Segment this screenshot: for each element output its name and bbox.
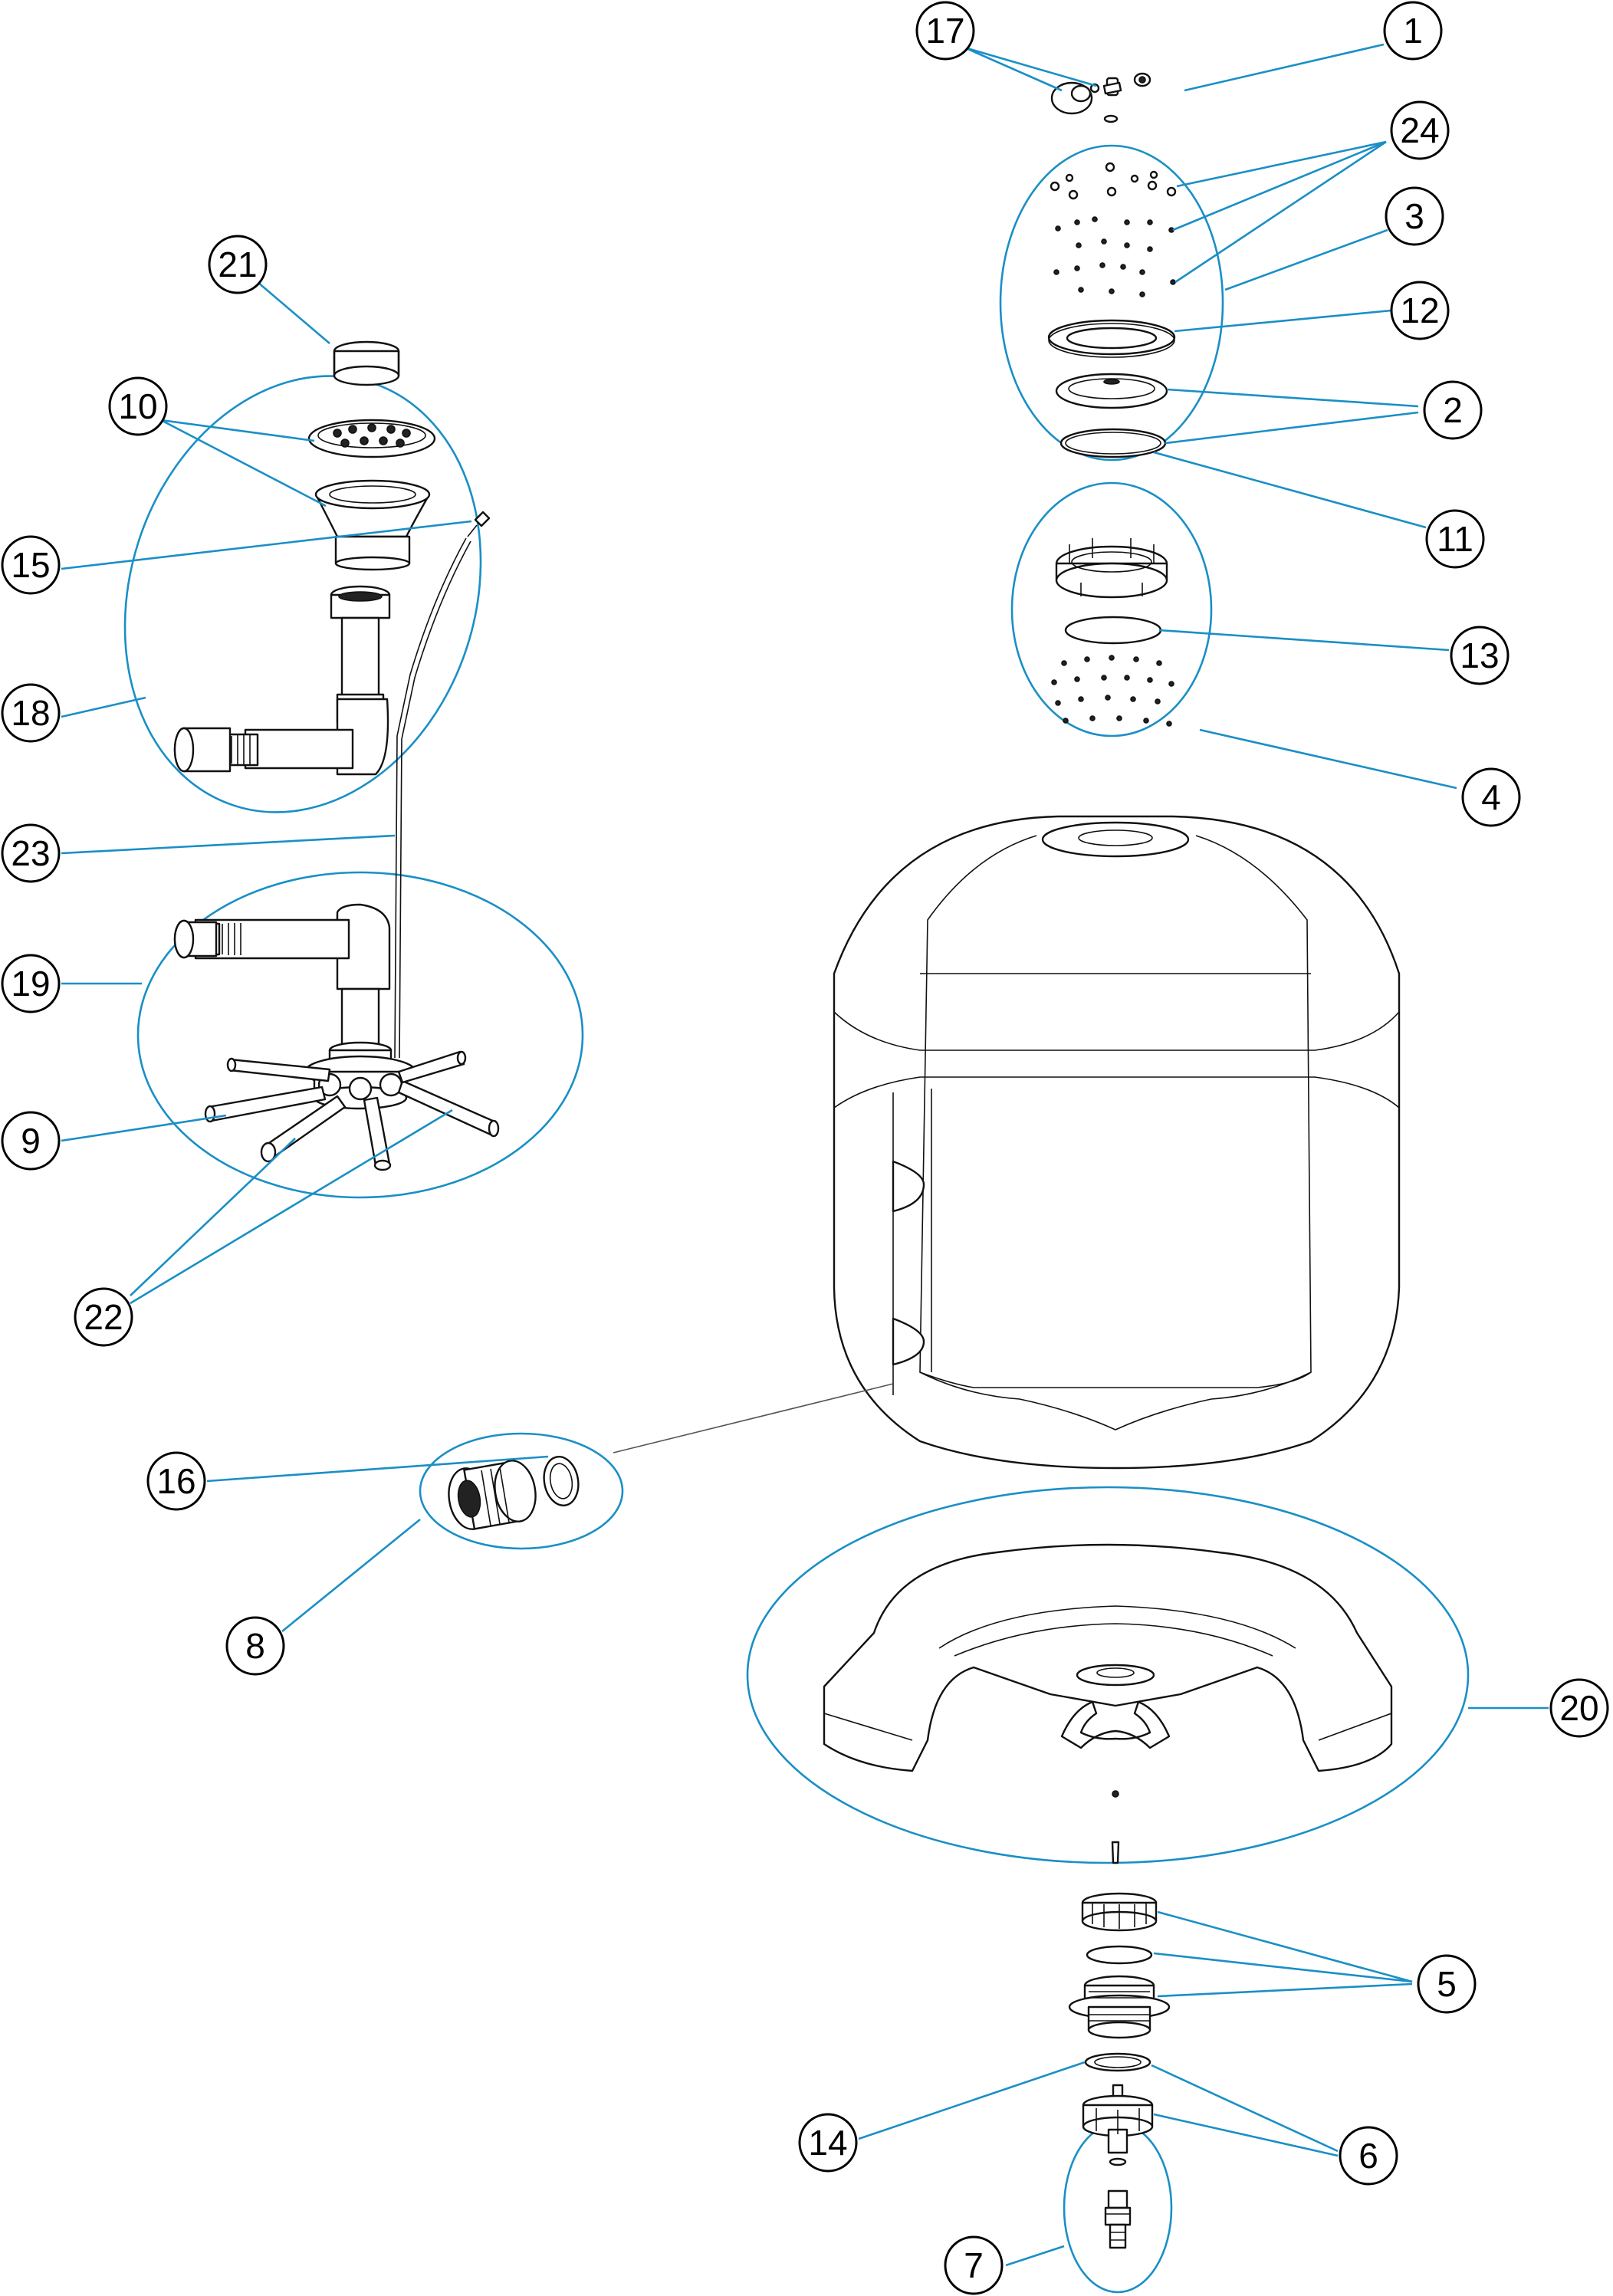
callout-24: 24 — [1390, 100, 1450, 160]
group-ellipse-top-cover — [999, 144, 1224, 461]
part-6-drain-body — [1082, 2084, 1154, 2154]
callout-20: 20 — [1549, 1678, 1609, 1738]
svg-text:13: 13 — [1460, 636, 1499, 675]
svg-text:20: 20 — [1559, 1688, 1598, 1728]
callout-12: 12 — [1390, 281, 1450, 340]
part-18-upper-pipe — [173, 585, 391, 776]
part-20-base — [823, 1543, 1393, 1864]
callout-2: 2 — [1423, 380, 1483, 440]
tank-to-union-line — [613, 1383, 894, 1453]
callout-22: 22 — [74, 1287, 133, 1347]
svg-text:21: 21 — [218, 245, 257, 284]
svg-text:4: 4 — [1481, 777, 1501, 817]
part-23-air-tube — [394, 537, 467, 1059]
callout-21: 21 — [208, 235, 268, 294]
callout-11: 11 — [1425, 509, 1485, 569]
callout-9: 9 — [1, 1111, 61, 1171]
callout-19: 19 — [1, 954, 61, 1013]
part-12-flange-ring — [1047, 319, 1176, 358]
callout-5: 5 — [1417, 1954, 1477, 2014]
part-8-union — [448, 1460, 537, 1530]
filter-tank — [833, 815, 1401, 1470]
part-4-collector-nozzles — [1051, 655, 1174, 727]
svg-text:23: 23 — [11, 833, 50, 873]
svg-text:24: 24 — [1400, 110, 1439, 150]
svg-text:10: 10 — [118, 386, 157, 426]
group-ellipse-lateral-assembly — [136, 871, 584, 1199]
part-11-o-ring — [1059, 428, 1167, 458]
callout-14: 14 — [798, 2113, 858, 2173]
svg-text:3: 3 — [1404, 196, 1424, 236]
part-21-cap — [333, 340, 400, 386]
callout-16: 16 — [146, 1451, 206, 1511]
part-5-drain-nut — [1081, 1892, 1158, 1932]
svg-text:18: 18 — [11, 693, 50, 733]
part-17-fittings — [1050, 72, 1151, 123]
part-2-cover — [1055, 373, 1168, 409]
svg-text:19: 19 — [11, 964, 50, 1003]
callout-10: 10 — [108, 376, 168, 436]
callout-18: 18 — [1, 683, 61, 743]
svg-text:22: 22 — [84, 1297, 123, 1337]
svg-text:6: 6 — [1358, 2136, 1378, 2176]
part-15-air-valve — [467, 511, 491, 537]
svg-text:11: 11 — [1437, 519, 1473, 559]
part-7-drain-plug — [1104, 2157, 1132, 2249]
part-5-threaded-body — [1068, 1975, 1171, 2039]
callout-13: 13 — [1450, 626, 1510, 685]
callout-6: 6 — [1339, 2126, 1398, 2186]
svg-text:9: 9 — [21, 1121, 41, 1161]
part-13-gasket — [1064, 616, 1162, 645]
svg-text:5: 5 — [1437, 1964, 1457, 2004]
group-ellipse-base — [746, 1486, 1470, 1864]
part-9-laterals — [204, 1050, 500, 1171]
svg-text:16: 16 — [156, 1461, 195, 1501]
part-24-screws — [1050, 162, 1177, 297]
svg-text:17: 17 — [925, 11, 964, 51]
svg-text:1: 1 — [1403, 11, 1423, 51]
svg-text:7: 7 — [964, 2245, 984, 2285]
svg-text:14: 14 — [808, 2123, 847, 2163]
callout-15: 15 — [1, 535, 61, 595]
callout-4: 4 — [1461, 767, 1521, 827]
callout-1: 1 — [1383, 1, 1443, 61]
svg-text:2: 2 — [1443, 390, 1463, 430]
part-4-collector-ring — [1055, 538, 1168, 599]
callout-8: 8 — [225, 1616, 285, 1676]
callout-17: 17 — [915, 1, 975, 61]
part-5-washer — [1086, 1945, 1153, 1965]
svg-text:8: 8 — [245, 1626, 265, 1666]
svg-text:12: 12 — [1400, 291, 1439, 330]
svg-text:15: 15 — [11, 545, 50, 585]
part-10-diffuser — [307, 419, 436, 571]
callout-7: 7 — [944, 2235, 1004, 2295]
callout-23: 23 — [1, 823, 61, 883]
callout-3: 3 — [1385, 186, 1444, 246]
group-ellipse-collector — [1010, 481, 1213, 737]
group-ellipse-union — [419, 1432, 624, 1550]
part-16-o-ring — [543, 1456, 580, 1506]
